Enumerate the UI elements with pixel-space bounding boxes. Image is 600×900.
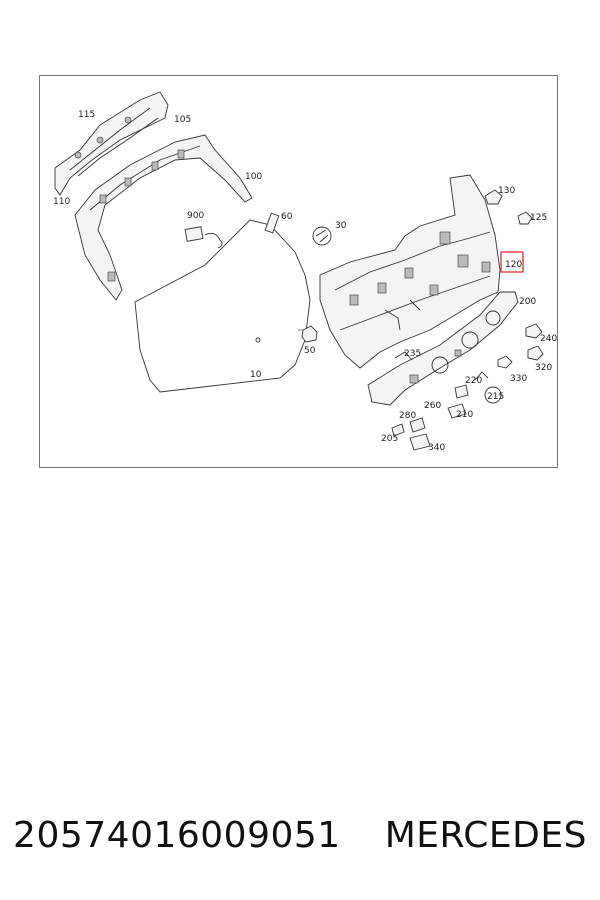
callout-205: 205 xyxy=(381,434,398,444)
upper-trim-part xyxy=(74,134,253,301)
footer-caption: 2057401600905​1 MERCEDES xyxy=(0,805,600,865)
callout-10: 10 xyxy=(250,370,262,380)
callout-115: 115 xyxy=(78,110,95,120)
callout-125: 125 xyxy=(530,213,547,223)
brand-name: MERCEDES xyxy=(384,814,587,856)
tailgate-inner-panel xyxy=(319,174,501,369)
callout-120: 120 xyxy=(505,260,522,270)
small-parts-right xyxy=(391,189,544,451)
callout-200: 200 xyxy=(519,297,536,307)
highlight-box-120 xyxy=(500,251,524,273)
callout-100: 100 xyxy=(245,172,262,182)
callout-110: 110 xyxy=(53,197,70,207)
part-number: 2057401600905​1 xyxy=(13,814,341,856)
callout-50: 50 xyxy=(304,346,316,356)
callout-130: 130 xyxy=(498,186,515,196)
callout-240: 240 xyxy=(540,334,557,344)
callout-215: 215 xyxy=(487,392,504,402)
callout-320: 320 xyxy=(535,363,552,373)
callout-220: 220 xyxy=(465,376,482,386)
callout-30: 30 xyxy=(335,221,347,231)
rear-window-glass xyxy=(134,219,311,393)
callout-210: 210 xyxy=(456,410,473,420)
callout-340: 340 xyxy=(428,443,445,453)
callout-235: 235 xyxy=(404,349,421,359)
small-parts-left xyxy=(184,212,332,343)
lower-trim-bar xyxy=(367,291,519,406)
spoiler-part xyxy=(54,91,169,196)
callout-330: 330 xyxy=(510,374,527,384)
callout-260: 260 xyxy=(424,401,441,411)
callout-900: 900 xyxy=(187,211,204,221)
callout-60: 60 xyxy=(281,212,293,222)
callout-280: 280 xyxy=(399,411,416,421)
callout-105: 105 xyxy=(174,115,191,125)
